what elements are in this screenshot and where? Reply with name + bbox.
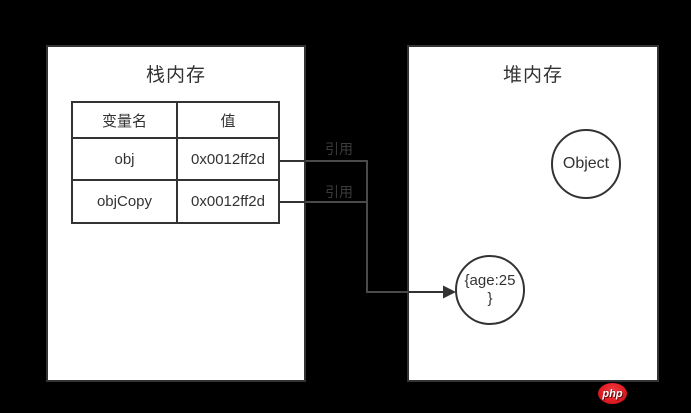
object-circle: Object <box>551 129 621 199</box>
age-object-line1: {age:25 <box>464 272 516 289</box>
php-logo: php <box>598 383 627 404</box>
reference-label-obj: 引用 <box>325 141 353 157</box>
variables-table: 变量名 值 obj 0x0012ff2d objCopy 0x0012ff2d <box>71 101 280 224</box>
object-circle-label: Object <box>562 155 610 172</box>
stack-memory-title: 栈内存 <box>145 65 206 86</box>
php-logo-label: php <box>602 387 623 400</box>
table-header-variable-name: 变量名 <box>73 103 176 137</box>
reference-label-objcopy: 引用 <box>325 184 353 200</box>
table-cell-obj-value: 0x0012ff2d <box>178 139 278 179</box>
table-cell-obj-name: obj <box>73 139 176 179</box>
table-cell-objcopy-value: 0x0012ff2d <box>178 181 278 222</box>
heap-memory-box: 堆内存 <box>407 45 659 382</box>
heap-memory-title: 堆内存 <box>502 65 563 86</box>
table-header-value: 值 <box>178 103 278 137</box>
table-cell-objcopy-name: objCopy <box>73 181 176 222</box>
age-object-circle: {age:25 } <box>455 255 525 325</box>
age-object-line2: } <box>487 290 493 307</box>
